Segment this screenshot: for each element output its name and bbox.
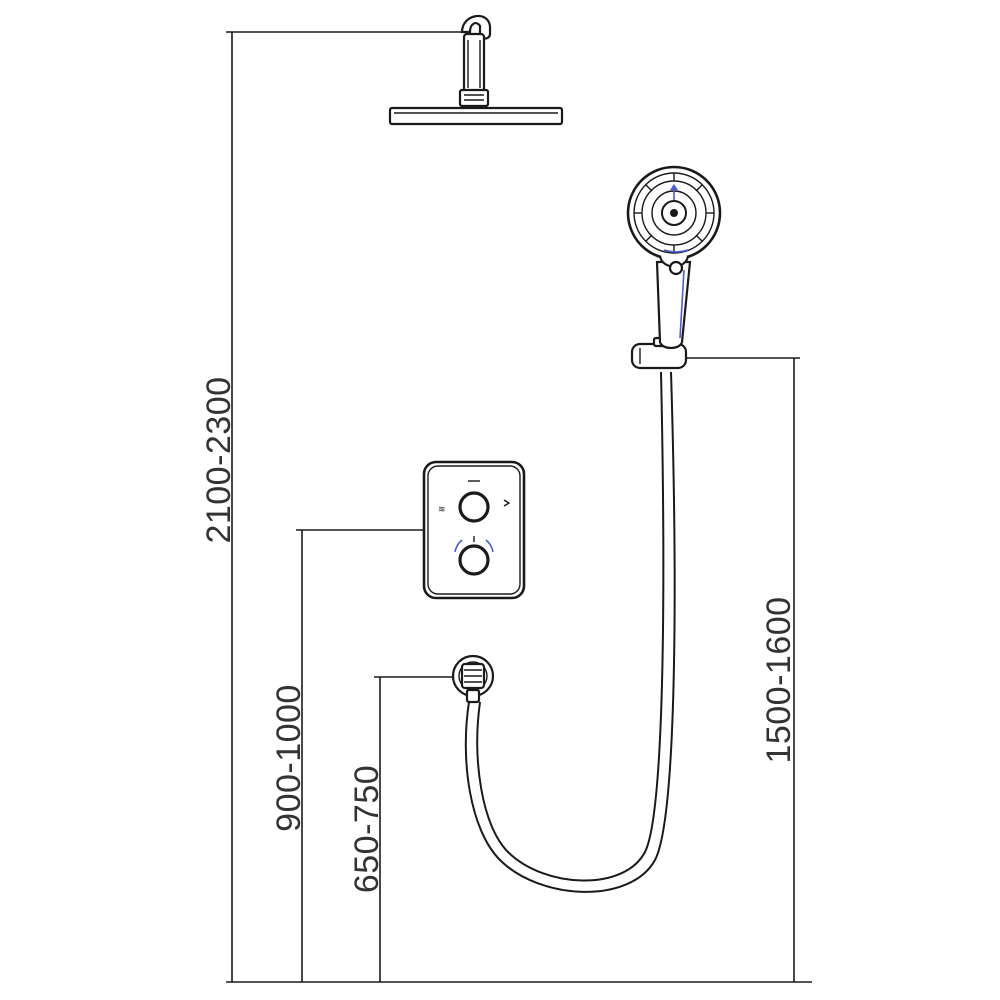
dimension-outlet: 650-750: [348, 676, 452, 982]
lower-knob-icon: [458, 544, 490, 576]
upper-knob-icon: [458, 491, 490, 523]
dimension-valve: 900-1000: [270, 529, 424, 982]
wall-outlet-icon: [451, 654, 495, 704]
dimension-valve-label: 900-1000: [270, 684, 308, 832]
svg-text:≋: ≋: [438, 504, 446, 514]
thermostatic-valve-icon: ≋: [422, 460, 526, 600]
dimension-overhead: 2100-2300: [200, 31, 470, 982]
hand-shower-icon: [626, 165, 722, 350]
dimension-overhead-label: 2100-2300: [200, 376, 238, 543]
dimension-handshower: 1500-1600: [686, 357, 800, 982]
hose-icon: [464, 371, 676, 893]
dimension-handshower-label: 1500-1600: [760, 596, 798, 763]
dimension-outlet-label: 650-750: [348, 765, 386, 893]
overhead-shower-icon: [388, 15, 564, 126]
